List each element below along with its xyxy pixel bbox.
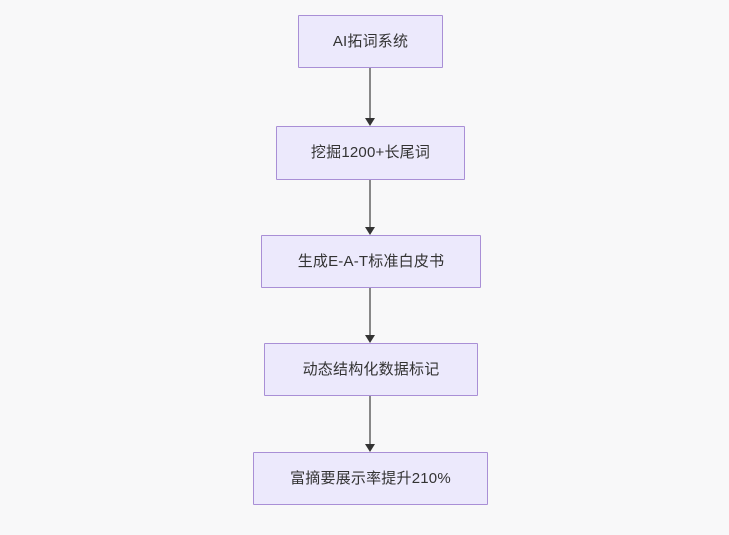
arrowhead-icon bbox=[365, 335, 375, 343]
edge-connector-2 bbox=[365, 180, 375, 235]
arrowhead-icon bbox=[365, 444, 375, 452]
flow-node-eat-whitepaper[interactable]: 生成E-A-T标准白皮书 bbox=[261, 235, 481, 288]
flow-node-label: 动态结构化数据标记 bbox=[302, 360, 440, 378]
edge-connector-3 bbox=[365, 288, 375, 343]
arrowhead-icon bbox=[365, 118, 375, 126]
edge-connector-4 bbox=[365, 396, 375, 452]
flow-node-label: 生成E-A-T标准白皮书 bbox=[297, 252, 445, 270]
flow-node-ai-keyword-system[interactable]: AI拓词系统 bbox=[298, 15, 443, 68]
edge-connector-1 bbox=[365, 68, 375, 126]
flow-node-structured-data-markup[interactable]: 动态结构化数据标记 bbox=[264, 343, 478, 396]
flow-node-longtail-mining[interactable]: 挖掘1200+长尾词 bbox=[276, 126, 465, 180]
flow-node-label: 挖掘1200+长尾词 bbox=[310, 144, 431, 161]
flow-node-label: AI拓词系统 bbox=[332, 32, 409, 50]
arrowhead-icon bbox=[365, 227, 375, 235]
flow-node-label: 富摘要展示率提升210% bbox=[290, 469, 451, 487]
flow-node-rich-snippet-result[interactable]: 富摘要展示率提升210% bbox=[253, 452, 488, 505]
